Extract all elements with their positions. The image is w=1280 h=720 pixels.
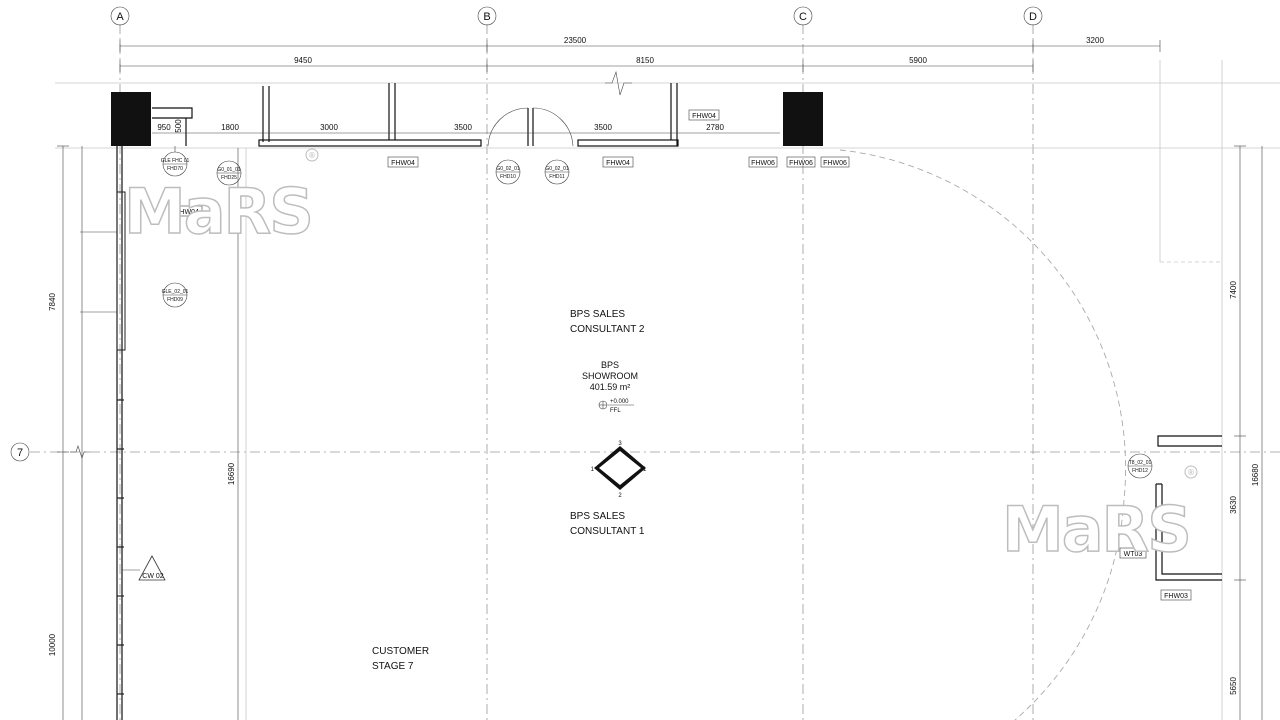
dim-seg-1800: 1800	[221, 123, 239, 132]
column-a	[111, 92, 151, 146]
grid-lines	[30, 24, 1280, 720]
top-partition-walls	[152, 83, 679, 147]
door-tag-5: G0_02_01 FHD11	[544, 159, 570, 185]
svg-text:T8_02_01: T8_02_01	[1129, 460, 1152, 466]
dimension-chains-top: 23500 3200 9450 8150 5900	[119, 36, 1161, 96]
dim-bay-bc: 8150	[636, 56, 654, 65]
tag-fhw04-b: FHW04	[606, 160, 630, 167]
grid-label-b: B	[483, 11, 490, 23]
grid-bubbles: A B C D 7	[10, 6, 1043, 462]
label-consultant1-line2: CONSULTANT 1	[570, 526, 645, 537]
dim-right-upper: 7400	[1229, 281, 1238, 299]
dim-inner: 16690	[227, 462, 236, 485]
tag-fhw06-a: FHW06	[751, 160, 775, 167]
grid-bubble-d: D	[1023, 6, 1043, 26]
label-consultant2-line1: BPS SALES	[570, 309, 625, 320]
dim-right-lower: 5650	[1229, 677, 1238, 695]
tag-fhw06-b: FHW06	[789, 160, 813, 167]
elevation-mark-left: 1	[591, 467, 595, 473]
svg-text:G0_01_01: G0_01_01	[217, 167, 241, 173]
grid-bubble-b: B	[477, 6, 497, 26]
elevation-marker: 3 1 1 2	[591, 441, 647, 499]
label-consultant2-line2: CONSULTANT 2	[570, 324, 645, 335]
column-c	[783, 92, 823, 146]
svg-text:FHD70: FHD70	[167, 166, 183, 172]
tag-wt03: WT03	[1124, 551, 1143, 558]
label-showroom-line2: SHOWROOM	[582, 371, 638, 381]
grid-label-c: C	[799, 11, 807, 23]
door-tag-1: GLE FHC 01 FHD70	[161, 146, 190, 177]
dim-left-upper: 7840	[48, 293, 57, 311]
watermark-reg-b: ®	[1187, 468, 1195, 477]
elevation-mark-top: 3	[618, 441, 622, 447]
dim-seg-3500a: 3500	[454, 123, 472, 132]
svg-text:GLE FHC 01: GLE FHC 01	[161, 158, 190, 164]
elevation-mark-bottom: 2	[618, 493, 622, 499]
svg-text:GLE_02_01: GLE_02_01	[162, 289, 189, 295]
dim-seg-3500b: 3500	[594, 123, 612, 132]
segment-dimensions: 950 500 1800 3000 3500 3500 2780	[152, 119, 780, 134]
door-tag-3: GLE_02_01 FHD09	[162, 282, 189, 308]
grid-label-d: D	[1029, 11, 1037, 23]
label-showroom-area: 401.59 m²	[590, 382, 631, 392]
dim-bay-ab: 9450	[294, 56, 312, 65]
dim-seg-500: 500	[174, 119, 183, 133]
room-labels: BPS SALES CONSULTANT 2 BPS SHOWROOM 401.…	[372, 309, 645, 672]
elevation-mark-right: 1	[643, 467, 647, 473]
tag-cw02: CW 02	[142, 573, 164, 580]
level-marker: +0.000 FFL	[598, 399, 634, 414]
dimension-chains-right: 7400 16680 3630 5650	[1229, 145, 1263, 720]
tag-fhw03: FHW03	[1164, 593, 1188, 600]
svg-text:G0_02_01: G0_02_01	[545, 166, 569, 172]
dim-bay-cd: 5900	[909, 56, 927, 65]
dim-seg-2780: 2780	[706, 123, 724, 132]
grid-bubble-a: A	[110, 6, 130, 26]
level-value: +0.000	[610, 399, 629, 405]
watermark-text-b: MaRS	[1002, 493, 1190, 566]
svg-text:FHD12: FHD12	[1132, 468, 1148, 474]
door-tags: GLE FHC 01 FHD70 G0_01_01 FHD25 GLE_02_0…	[161, 146, 1153, 479]
left-curtain-wall	[70, 146, 126, 720]
tag-fhw06-c: FHW06	[823, 160, 847, 167]
watermark-bottom-right: MaRS ®	[1001, 465, 1198, 567]
curtain-wall-tag: CW 02	[122, 555, 166, 581]
tag-fhw04-a: FHW04	[391, 160, 415, 167]
dim-seg-950: 950	[157, 123, 171, 132]
label-stage-line2: STAGE 7	[372, 661, 414, 672]
door-tag-4: G0_02_01 FHD10	[495, 159, 521, 185]
dim-seg-3000: 3000	[320, 123, 338, 132]
svg-text:FHD09: FHD09	[167, 297, 183, 303]
svg-text:FHD10: FHD10	[500, 174, 516, 180]
dim-right-bay: 3200	[1086, 36, 1104, 45]
svg-text:G0_02_01: G0_02_01	[496, 166, 520, 172]
grid-bubble-7: 7	[10, 442, 30, 462]
dimension-chains-left: 7840 10000 16690	[48, 145, 239, 720]
label-stage-line1: CUSTOMER	[372, 646, 429, 657]
watermark-text-a: MaRS	[124, 175, 312, 248]
right-wall	[1155, 60, 1222, 581]
door-tag-2: G0_01_01 FHD25	[216, 160, 242, 186]
wall-tags: FHW04 FHW04 FHW04 FHW04 FHW06 FHW06 FHW0…	[171, 109, 1192, 601]
dim-right-middle: 3630	[1229, 496, 1238, 514]
label-consultant1-line1: BPS SALES	[570, 511, 625, 522]
watermark-reg-a: ®	[308, 151, 316, 160]
svg-text:FHD11: FHD11	[549, 174, 565, 180]
label-showroom-line1: BPS	[601, 360, 619, 370]
dim-right-overall: 16680	[1251, 463, 1260, 486]
watermark-top-left: MaRS ®	[123, 148, 319, 249]
tag-fhw04-c: FHW04	[692, 113, 716, 120]
level-reference: FFL	[610, 408, 621, 414]
svg-text:FHD25: FHD25	[221, 175, 237, 181]
door-tag-6: T8_02_01 FHD12	[1127, 453, 1153, 479]
tag-fhw04-d: FHW04	[175, 209, 199, 216]
grid-bubble-c: C	[793, 6, 813, 26]
dim-overall: 23500	[564, 36, 587, 45]
grid-label-7: 7	[17, 447, 23, 459]
door-swing-arc	[839, 149, 1127, 720]
grid-label-a: A	[116, 11, 124, 23]
dim-left-lower: 10000	[48, 633, 57, 656]
